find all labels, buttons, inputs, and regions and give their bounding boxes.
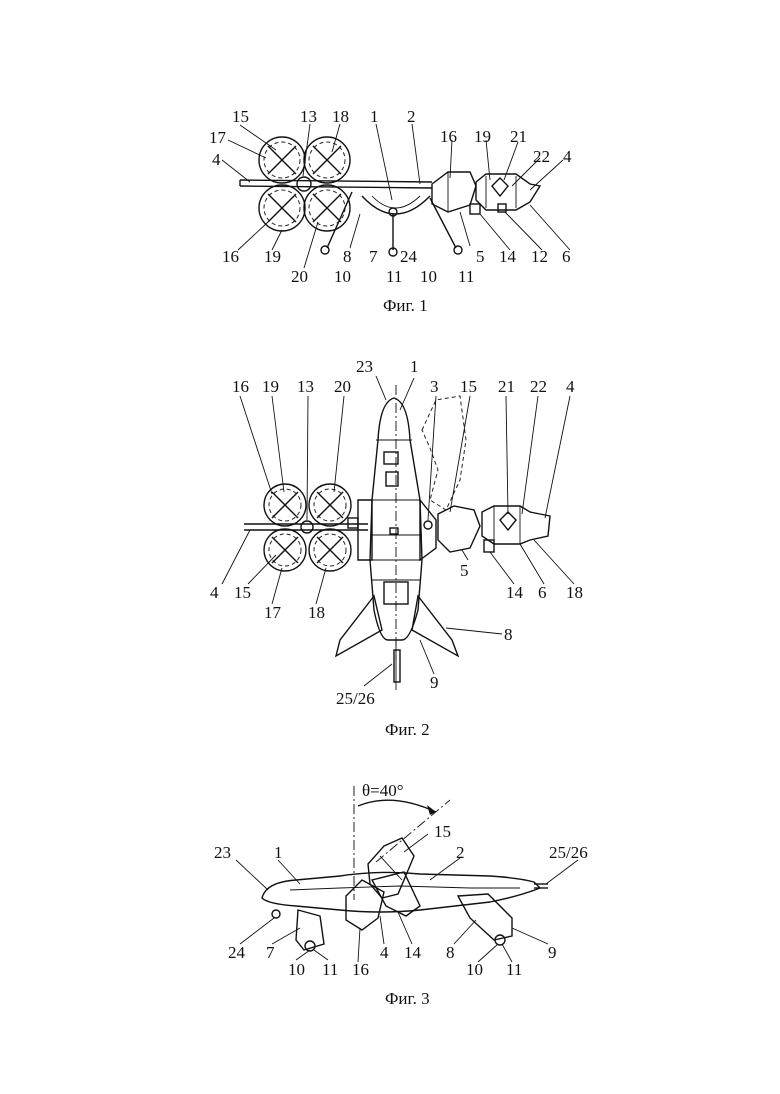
fig2-label: 3 bbox=[430, 377, 439, 396]
fig1-label: 19 bbox=[264, 247, 281, 266]
fig2-label: 23 bbox=[356, 357, 373, 376]
fig1-label: 6 bbox=[562, 247, 571, 266]
fig3-label: 16 bbox=[352, 960, 369, 979]
figure-3: θ=40° 15 23 bbox=[214, 781, 588, 1008]
figure-2: 23 1 16 19 13 20 3 15 21 22 4 4 15 17 18… bbox=[210, 357, 583, 739]
fig2-label: 21 bbox=[498, 377, 515, 396]
fig2-label: 15 bbox=[234, 583, 251, 602]
fig3-label: 14 bbox=[404, 943, 422, 962]
fig1-label: 11 bbox=[458, 267, 474, 286]
fig3-label: 7 bbox=[266, 943, 275, 962]
fig1-label: 4 bbox=[563, 147, 572, 166]
fig2-label: 19 bbox=[262, 377, 279, 396]
fig1-label: 16 bbox=[222, 247, 239, 266]
fig3-label: 4 bbox=[380, 943, 389, 962]
fig3-label: 9 bbox=[548, 943, 557, 962]
fig2-label: 18 bbox=[308, 603, 325, 622]
fig2-label: 15 bbox=[460, 377, 477, 396]
fig1-label: 7 bbox=[369, 247, 378, 266]
fig1-label: 4 bbox=[212, 150, 221, 169]
fig1-label: 13 bbox=[300, 107, 317, 126]
figure-1-caption: Фиг. 1 bbox=[383, 296, 428, 315]
fig2-label: 9 bbox=[430, 673, 439, 692]
fig1-label: 15 bbox=[232, 107, 249, 126]
fig3-label: 8 bbox=[446, 943, 455, 962]
fig2-label: 13 bbox=[297, 377, 314, 396]
rotor-group-fig1 bbox=[259, 137, 350, 231]
fig3-angle-label: θ=40° bbox=[362, 781, 404, 800]
fig2-label: 14 bbox=[506, 583, 524, 602]
fig1-label: 22 bbox=[533, 147, 550, 166]
fig1-label: 17 bbox=[209, 128, 227, 147]
fig1-label: 1 bbox=[370, 107, 379, 126]
fig1-label: 5 bbox=[476, 247, 485, 266]
fig2-label: 6 bbox=[538, 583, 547, 602]
fig1-label: 8 bbox=[343, 247, 352, 266]
fig2-label: 18 bbox=[566, 583, 583, 602]
fig3-label: 11 bbox=[322, 960, 338, 979]
fig2-label: 8 bbox=[504, 625, 513, 644]
figure-1: 15 13 18 1 2 16 19 21 22 4 17 4 16 19 20… bbox=[209, 107, 572, 315]
fig3-label: 10 bbox=[466, 960, 483, 979]
fig2-label: 16 bbox=[232, 377, 249, 396]
fig1-label: 18 bbox=[332, 107, 349, 126]
fig3-label: 2 bbox=[456, 843, 465, 862]
fig2-label: 20 bbox=[334, 377, 351, 396]
fig2-label: 25/26 bbox=[336, 689, 375, 708]
fig3-label: 1 bbox=[274, 843, 283, 862]
fig1-label: 10 bbox=[334, 267, 351, 286]
fig1-label: 24 bbox=[400, 247, 418, 266]
fig3-label: 10 bbox=[288, 960, 305, 979]
fig1-label: 14 bbox=[499, 247, 517, 266]
figure-2-caption: Фиг. 2 bbox=[385, 720, 430, 739]
fig3-label: 25/26 bbox=[549, 843, 588, 862]
fig1-label: 16 bbox=[440, 127, 457, 146]
fig1-label: 19 bbox=[474, 127, 491, 146]
fig3-label: 23 bbox=[214, 843, 231, 862]
fig1-label: 21 bbox=[510, 127, 527, 146]
fig3-label: 15 bbox=[434, 822, 451, 841]
fig2-label: 5 bbox=[460, 561, 469, 580]
fig1-label: 10 bbox=[420, 267, 437, 286]
fig3-label: 24 bbox=[228, 943, 246, 962]
fig1-label: 20 bbox=[291, 267, 308, 286]
fig2-label: 4 bbox=[210, 583, 219, 602]
fig1-label: 11 bbox=[386, 267, 402, 286]
fig2-label: 17 bbox=[264, 603, 282, 622]
fig2-label: 4 bbox=[566, 377, 575, 396]
fig1-label: 2 bbox=[407, 107, 416, 126]
fig1-label: 12 bbox=[531, 247, 548, 266]
fig2-label: 22 bbox=[530, 377, 547, 396]
fig2-label: 1 bbox=[410, 357, 419, 376]
figure-3-caption: Фиг. 3 bbox=[385, 989, 430, 1008]
fig3-label: 11 bbox=[506, 960, 522, 979]
